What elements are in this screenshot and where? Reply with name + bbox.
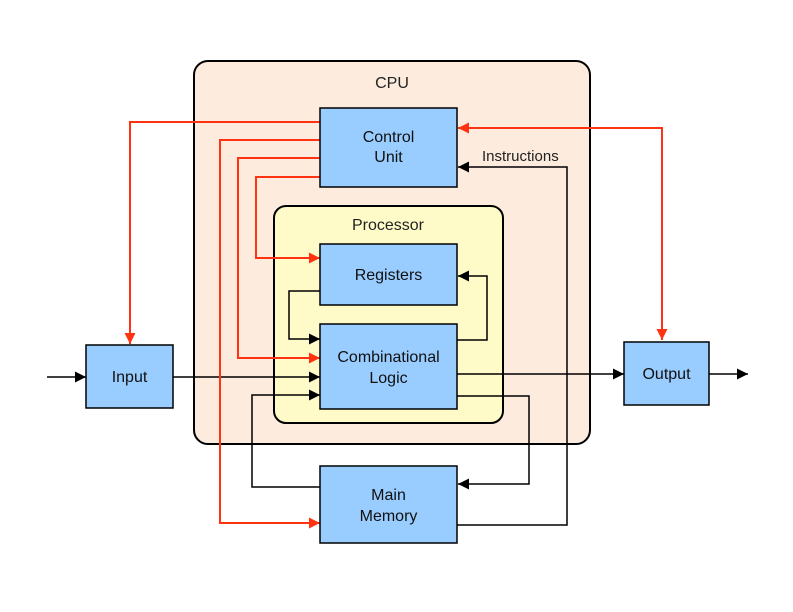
control-unit-label-line2: Unit (374, 149, 403, 166)
control-to-output-arrow (458, 122, 668, 340)
control-unit-label-line1: Control (363, 129, 415, 146)
input-block (85, 344, 174, 409)
processor-label: Processor (352, 217, 425, 234)
combinational-logic-label-line2: Logic (369, 370, 407, 387)
registers-label: Registers (355, 267, 423, 284)
output-block (623, 341, 710, 406)
main-memory-block (319, 465, 458, 544)
input-label: Input (112, 369, 148, 386)
combinational-logic-label-line1: Combinational (337, 349, 439, 366)
control-to-registers-arrow (255, 176, 320, 264)
main-memory-label-line2: Memory (360, 508, 418, 525)
combinational-logic-block (319, 323, 458, 410)
registers-to-logic-arrow (288, 290, 320, 345)
instructions-label: Instructions (482, 148, 559, 165)
control-to-input-arrow (124, 121, 320, 344)
memory-to-logic-arrow (251, 389, 320, 488)
cpu-label: CPU (375, 75, 409, 92)
control-unit-block (319, 107, 458, 188)
registers-block (319, 243, 458, 306)
control-to-memory-arrow (219, 139, 320, 529)
main-memory-label-line1: Main (371, 487, 406, 504)
control-to-logic-arrow (237, 157, 320, 364)
logic-to-memory-arrow (457, 395, 530, 490)
output-label: Output (642, 366, 691, 383)
